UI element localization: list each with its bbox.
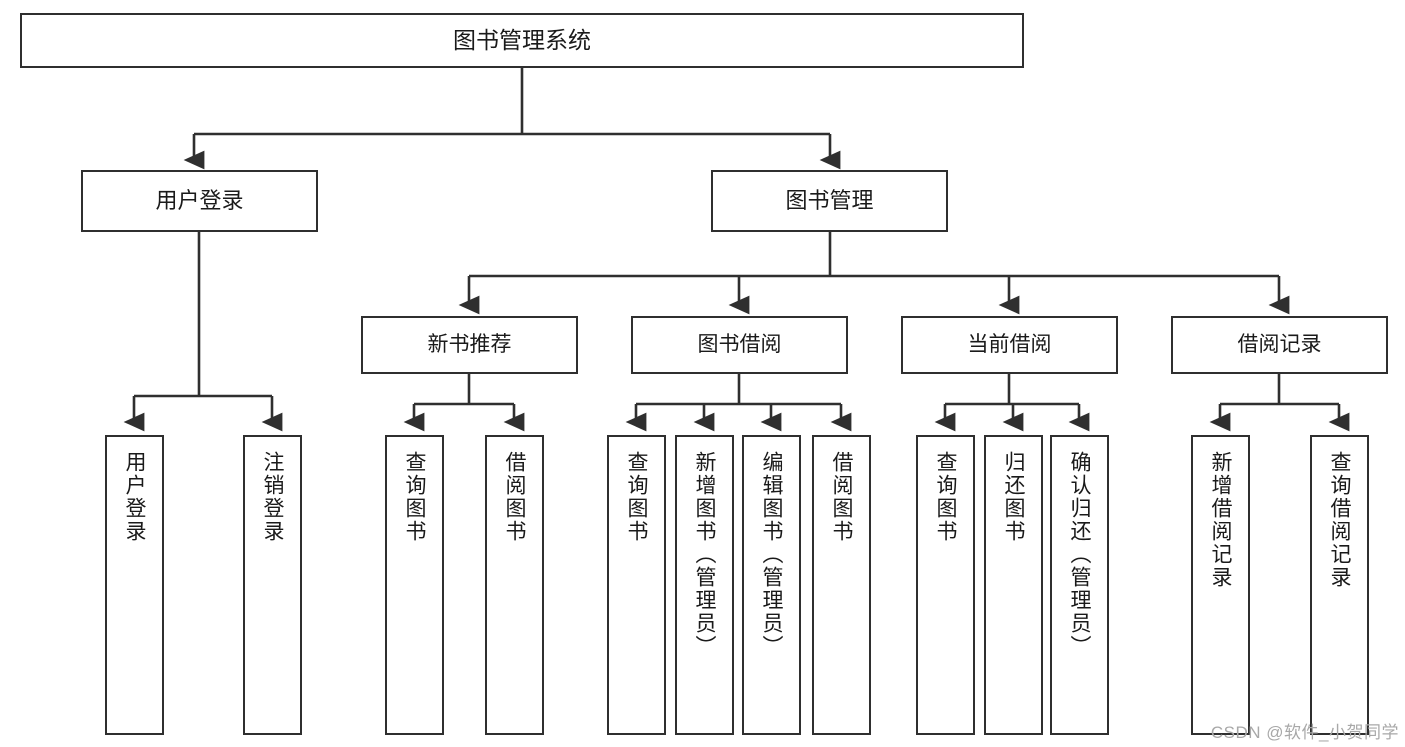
node-label: 查询图书 xyxy=(625,451,648,543)
node-label: 用户登录 xyxy=(155,188,244,214)
csdn-watermark: CSDN @软件_小贺同学 xyxy=(1210,723,1399,742)
node-label: 查询图书 xyxy=(403,451,426,543)
leaf-current-query-book[interactable]: 查询图书 xyxy=(916,435,975,735)
leaf-recommend-borrow-book[interactable]: 借阅图书 xyxy=(485,435,544,735)
node-book-management[interactable]: 图书管理 xyxy=(711,170,948,232)
leaf-user-login-login[interactable]: 用户登录 xyxy=(105,435,164,735)
node-label: 借阅图书 xyxy=(830,451,853,543)
leaf-current-confirm-return[interactable]: 确认归还（管理员） xyxy=(1050,435,1109,735)
node-label: 图书管理 xyxy=(785,188,874,214)
node-book-borrow[interactable]: 图书借阅 xyxy=(631,316,848,374)
node-label: 归还图书 xyxy=(1002,451,1025,543)
node-label: 查询图书 xyxy=(934,451,957,543)
node-label: 借阅图书 xyxy=(503,451,526,543)
leaf-borrow-add-book[interactable]: 新增图书（管理员） xyxy=(675,435,734,735)
node-label: 查询借阅记录 xyxy=(1328,451,1351,589)
leaf-user-login-logout[interactable]: 注销登录 xyxy=(243,435,302,735)
node-label: 图书管理系统 xyxy=(453,26,591,53)
node-label: 图书借阅 xyxy=(697,332,782,356)
node-label: 借阅记录 xyxy=(1237,332,1322,356)
node-label: 新增借阅记录 xyxy=(1209,451,1232,589)
node-label: 新增图书（管理员） xyxy=(693,451,716,658)
node-label: 编辑图书（管理员） xyxy=(760,451,783,658)
leaf-borrow-borrow-book[interactable]: 借阅图书 xyxy=(812,435,871,735)
leaf-recommend-query-book[interactable]: 查询图书 xyxy=(385,435,444,735)
leaf-current-return-book[interactable]: 归还图书 xyxy=(984,435,1043,735)
node-label: 确认归还（管理员） xyxy=(1068,451,1091,658)
node-label: 用户登录 xyxy=(123,451,146,543)
node-label: 当前借阅 xyxy=(967,332,1052,356)
leaf-borrow-edit-book[interactable]: 编辑图书（管理员） xyxy=(742,435,801,735)
node-user-login[interactable]: 用户登录 xyxy=(81,170,318,232)
node-label: 新书推荐 xyxy=(427,332,512,356)
node-new-book-recommend[interactable]: 新书推荐 xyxy=(361,316,578,374)
leaf-record-query-record[interactable]: 查询借阅记录 xyxy=(1310,435,1369,735)
node-borrow-record[interactable]: 借阅记录 xyxy=(1171,316,1388,374)
node-label: 注销登录 xyxy=(261,451,284,543)
node-root-system[interactable]: 图书管理系统 xyxy=(20,13,1024,68)
node-current-borrow[interactable]: 当前借阅 xyxy=(901,316,1118,374)
leaf-record-add-record[interactable]: 新增借阅记录 xyxy=(1191,435,1250,735)
leaf-borrow-query-book[interactable]: 查询图书 xyxy=(607,435,666,735)
